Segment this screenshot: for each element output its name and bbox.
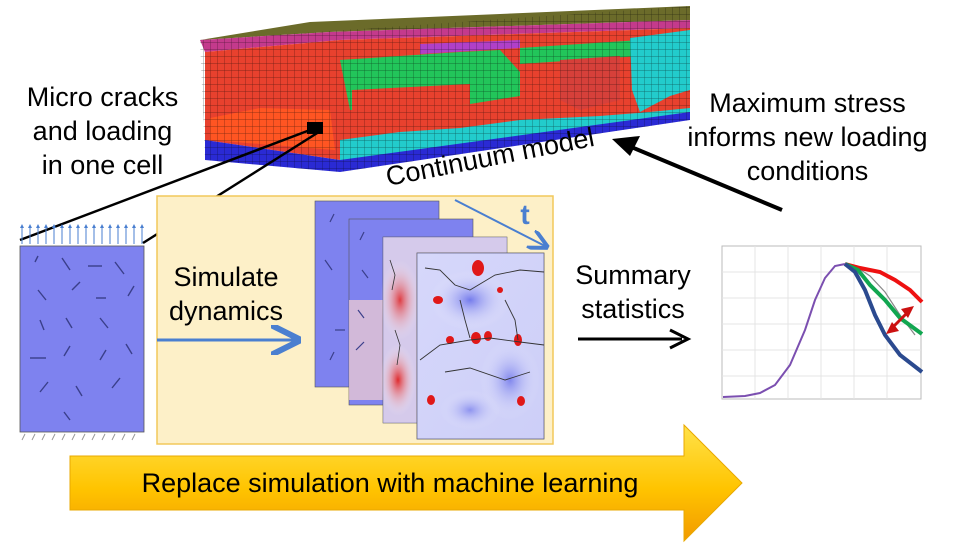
time-arrow [454, 199, 545, 246]
continuum-model-mesh [200, 6, 690, 172]
unit-cell [19, 224, 145, 441]
time-label: t [520, 199, 530, 230]
summary-plot [721, 245, 924, 400]
summary-line-1: Summary [575, 260, 691, 290]
simulate-line-2: dynamics [168, 296, 284, 326]
summary-line-2: statistics [581, 294, 685, 324]
max-stress-line-2: informs new loading [687, 122, 928, 152]
max-stress-line-3: conditions [746, 156, 869, 186]
zoom-line-left [19, 128, 311, 242]
ml-banner-arrow [69, 423, 743, 543]
micro-cracks-line-3: in one cell [41, 150, 164, 180]
simulate-label: Simulate dynamics [156, 260, 296, 328]
simulate-line-1: Simulate [173, 262, 279, 292]
max-stress-line-1: Maximum stress [709, 88, 906, 118]
max-stress-label: Maximum stress informs new loading condi… [670, 86, 945, 188]
summary-label: Summary statistics [558, 258, 708, 326]
summary-arrow [578, 328, 692, 350]
micro-cracks-line-2: and loading [32, 116, 173, 146]
micro-cracks-line-1: Micro cracks [26, 82, 179, 112]
feedback-arrow [612, 136, 783, 212]
micro-cracks-label: Micro cracks and loading in one cell [10, 80, 195, 182]
frame-4 [416, 252, 545, 440]
replace-ml-label: Replace simulation with machine learning [141, 468, 639, 498]
